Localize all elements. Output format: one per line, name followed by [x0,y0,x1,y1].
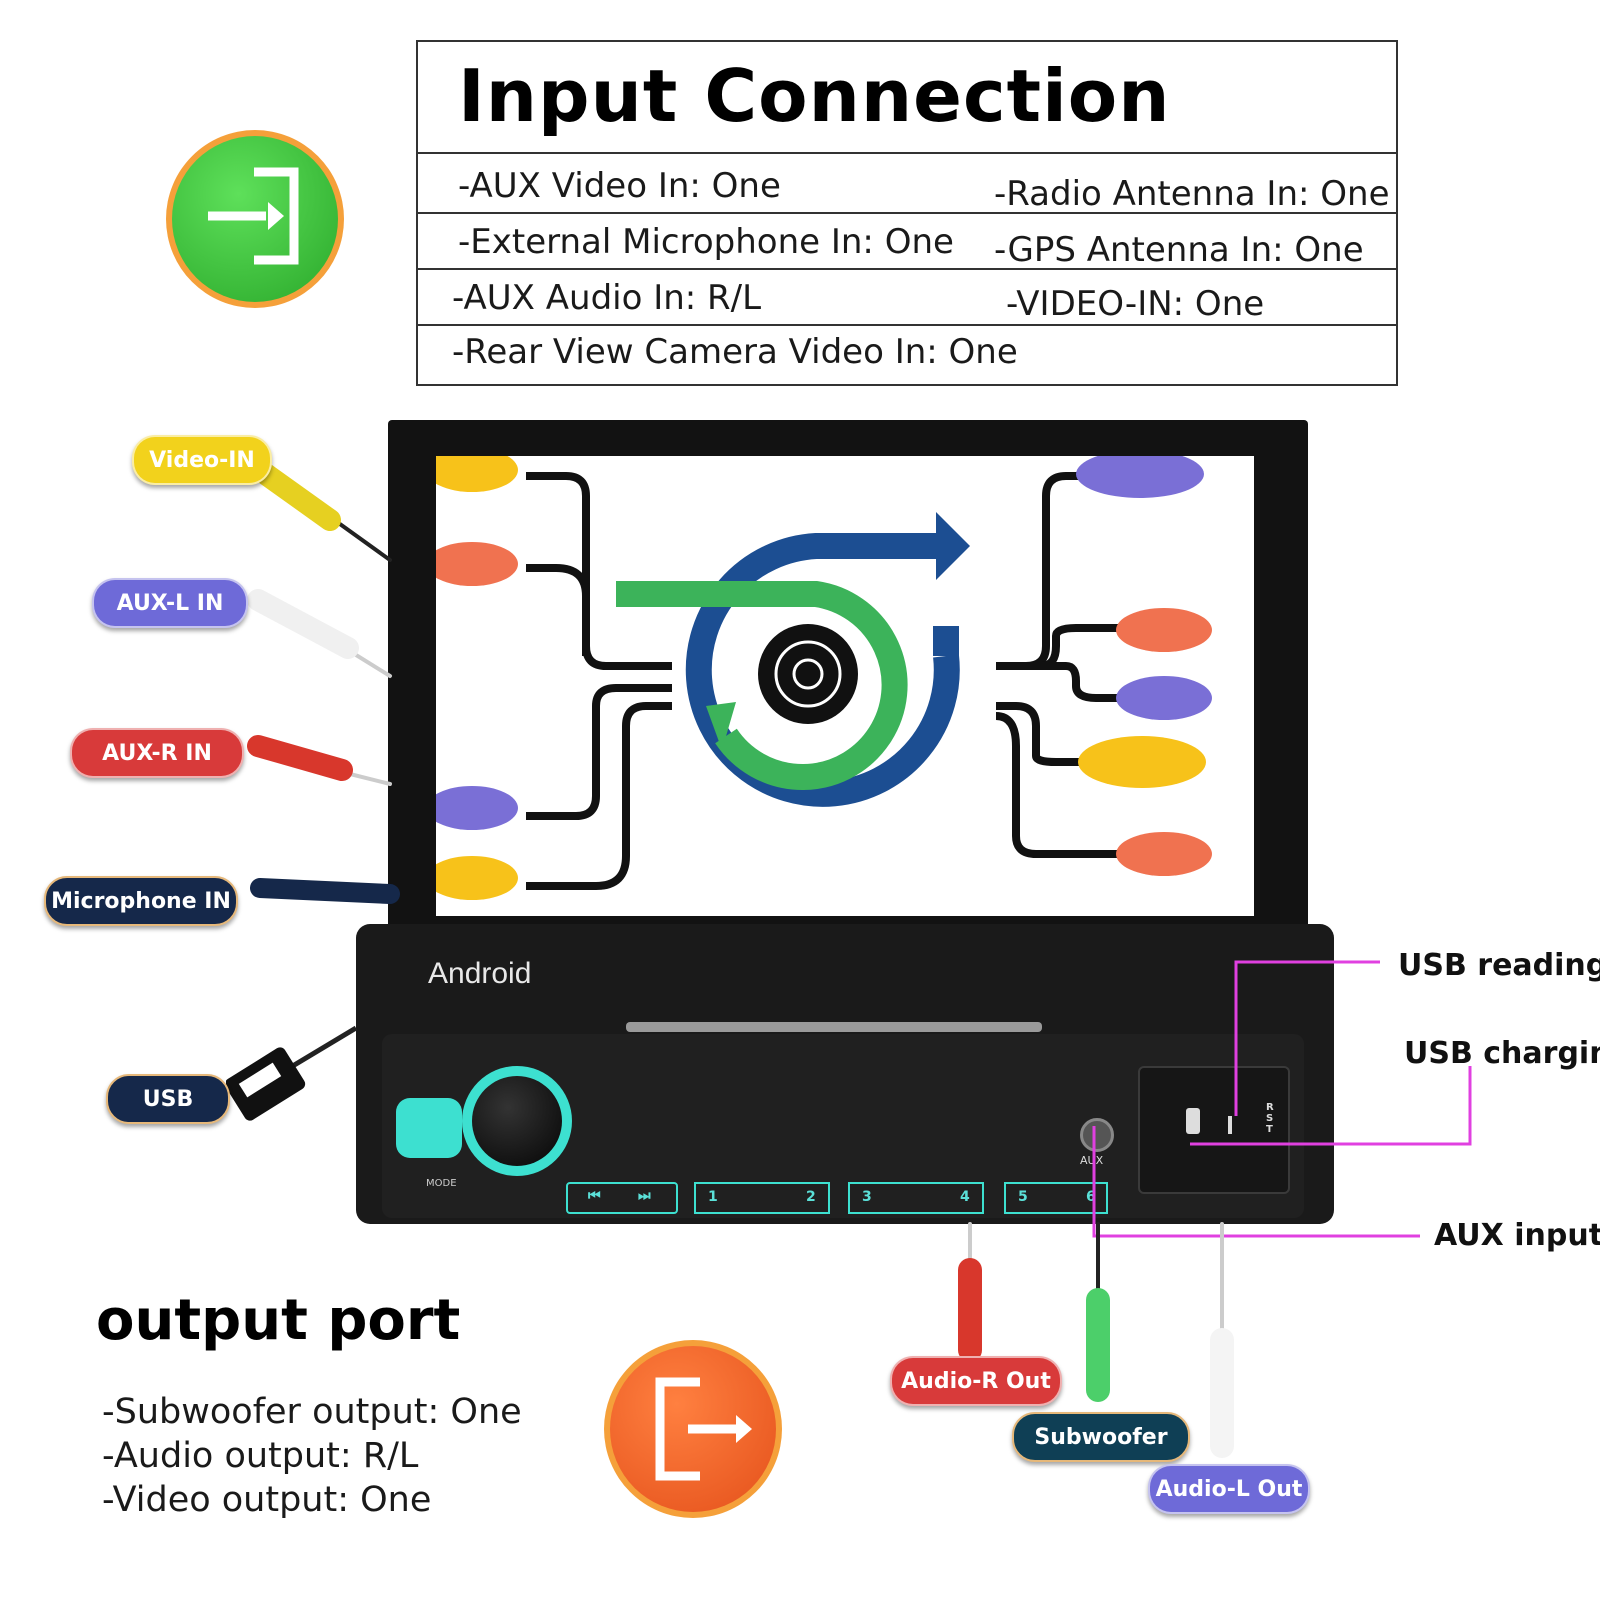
volume-knob[interactable] [462,1066,572,1176]
badge-label: AUX-R IN [102,740,212,766]
spec-radio-antenna-in: -Radio Antenna In: One [994,174,1390,214]
badge-subwoofer: Subwoofer [1012,1412,1190,1462]
preset-button-1-2[interactable]: 1 2 [694,1182,830,1214]
input-icon [166,130,344,308]
table-divider [418,324,1396,326]
preset-label: 5 [1018,1189,1028,1205]
input-cables [247,459,400,904]
output-cables [958,1222,1234,1458]
badge-aux-l-in: AUX-L IN [92,578,248,628]
badge-label: Video-IN [149,447,255,473]
preset-label: 3 [862,1189,872,1205]
preset-label: 4 [960,1189,970,1205]
spec-video-output: -Video output: One [102,1480,432,1520]
display-screen [436,456,1254,916]
badge-label: AUX-L IN [116,590,224,616]
spec-audio-output: -Audio output: R/L [102,1436,419,1476]
preset-label: 6 [1086,1189,1096,1205]
callout-usb-reading: USB reading [1398,948,1600,983]
next-track-icon: ⏭ [638,1188,651,1204]
aux-jack[interactable] [1080,1118,1114,1152]
callout-aux-input: AUX input [1434,1218,1600,1253]
spec-video-in: -VIDEO-IN: One [1006,284,1265,324]
screen-slot [626,1022,1042,1032]
badge-usb: USB [106,1074,230,1124]
badge-microphone-in: Microphone IN [44,876,238,926]
power-mute-button[interactable] [396,1098,462,1158]
reset-label[interactable]: RST [1266,1102,1274,1135]
output-port-title: output port [96,1288,461,1353]
table-divider [418,152,1396,154]
input-connection-table: Input Connection -AUX Video In: One -Ext… [416,40,1398,386]
preset-button-3-4[interactable]: 3 4 [848,1182,984,1214]
input-connection-title: Input Connection [458,54,1171,138]
callout-usb-charging: USB charging [1404,1036,1600,1071]
badge-label: USB [142,1086,194,1112]
table-divider [418,268,1396,270]
badge-aux-r-in: AUX-R IN [70,728,244,778]
spec-aux-audio-in: -AUX Audio In: R/L [452,278,762,318]
aux-label: AUX [1080,1154,1104,1167]
spec-subwoofer-output: -Subwoofer output: One [102,1392,522,1432]
usb-panel: RST [1138,1066,1290,1194]
track-buttons[interactable]: ⏮ ⏭ [566,1182,678,1214]
spec-gps-antenna-in: -GPS Antenna In: One [994,230,1364,270]
callout-lines [1092,960,1472,1238]
usb-cable [226,1025,358,1121]
spec-rear-camera-in: -Rear View Camera Video In: One [452,332,1018,372]
badge-label: Microphone IN [51,888,231,914]
spec-aux-video-in: -AUX Video In: One [458,166,781,206]
battery-icon [1186,1108,1200,1134]
badge-audio-r-out: Audio-R Out [890,1356,1062,1406]
preset-label: 1 [708,1189,718,1205]
preset-button-5-6[interactable]: 5 6 [1004,1182,1108,1214]
mode-button[interactable]: MODE [426,1178,457,1189]
spec-external-mic-in: -External Microphone In: One [458,222,954,262]
usb-port[interactable] [1228,1116,1232,1134]
badge-label: Subwoofer [1034,1424,1168,1450]
badge-label: Audio-L Out [1155,1476,1303,1502]
badge-audio-l-out: Audio-L Out [1148,1464,1310,1514]
badge-label: Audio-R Out [901,1368,1051,1394]
output-icon [604,1340,782,1518]
table-divider [418,212,1396,214]
brand-label: Android [428,957,532,990]
preset-label: 2 [806,1189,816,1205]
badge-video-in: Video-IN [132,435,272,485]
previous-track-icon: ⏮ [588,1188,601,1204]
